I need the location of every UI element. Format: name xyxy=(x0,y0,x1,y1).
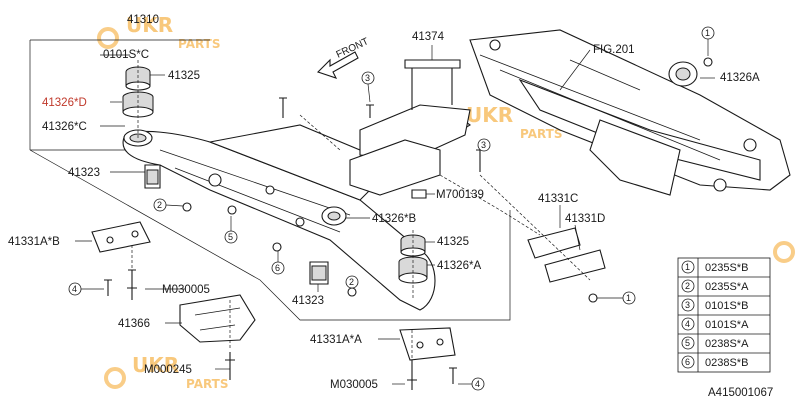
label-m030005-left: M030005 xyxy=(162,284,210,296)
callout-2-mid: 2 xyxy=(345,275,359,289)
watermark-text-parts: PARTS xyxy=(520,127,563,141)
bracket-41366 xyxy=(179,294,256,343)
svg-text:3: 3 xyxy=(481,140,486,150)
dash-line-rear-2 xyxy=(479,174,591,281)
label-41326-a: 41326*A xyxy=(437,260,481,272)
svg-text:0235S*A: 0235S*A xyxy=(705,281,749,293)
bushing-41326a-right xyxy=(668,61,698,87)
callout-3-mid: 3 xyxy=(477,138,491,152)
watermark-text-ukr: UKR xyxy=(466,103,513,127)
label-0101s-c: 0101S*C xyxy=(103,49,149,61)
label-41326-b: 41326*B xyxy=(372,213,416,225)
label-41323-mid: 41323 xyxy=(292,295,324,307)
svg-text:5: 5 xyxy=(228,232,233,242)
legend-table: 1 0235S*B 2 0235S*A 3 0101S*B 4 0101S*A … xyxy=(677,257,771,373)
svg-text:2: 2 xyxy=(349,277,354,287)
bushing-41326b xyxy=(321,206,347,226)
watermark-top: UKR PARTS xyxy=(97,13,221,51)
label-41331d: 41331D xyxy=(565,213,605,225)
label-41374: 41374 xyxy=(412,31,445,43)
label-m700139: M700139 xyxy=(436,189,484,201)
callout-6: 6 xyxy=(271,251,285,275)
bracket-41331aa xyxy=(399,327,456,361)
mount-41323-mid xyxy=(309,261,329,285)
label-fig201: FIG.201 xyxy=(593,44,635,56)
label-41323-left: 41323 xyxy=(68,167,100,179)
callout-2-left: 2 xyxy=(153,198,184,212)
watermark-right xyxy=(773,241,795,263)
watermark-middle: UKR PARTS xyxy=(437,103,563,141)
label-41326-c: 41326*C xyxy=(42,121,87,133)
svg-text:1: 1 xyxy=(705,28,710,38)
watermark-bottom: UKR PARTS xyxy=(104,353,229,391)
svg-text:0101S*A: 0101S*A xyxy=(705,319,749,331)
watermark-text-parts: PARTS xyxy=(186,377,229,391)
svg-text:0238S*A: 0238S*A xyxy=(705,338,749,350)
svg-text:4: 4 xyxy=(685,319,690,329)
watermark-text-ukr: UKR xyxy=(126,13,173,37)
svg-text:0238S*B: 0238S*B xyxy=(705,357,748,369)
svg-text:5: 5 xyxy=(685,338,690,348)
svg-text:1: 1 xyxy=(685,262,690,272)
callout-5: 5 xyxy=(224,216,238,244)
dash-line-front xyxy=(299,114,341,151)
watermark-text-parts: PARTS xyxy=(178,37,221,51)
diagram-code: A415001067 xyxy=(708,387,773,399)
legend-row: 5 0238S*A xyxy=(681,336,749,350)
label-41325-top: 41325 xyxy=(168,70,200,82)
label-41326a-right: 41326A xyxy=(720,72,760,84)
svg-text:0101S*B: 0101S*B xyxy=(705,300,748,312)
callout-3-top: 3 xyxy=(361,71,375,103)
bracket-frame-lower xyxy=(29,149,511,321)
mount-41323-left xyxy=(144,164,161,189)
bracket-41331c xyxy=(527,227,581,259)
callout-4-left: 4 xyxy=(68,282,104,296)
legend-row: 3 0101S*B xyxy=(681,298,748,312)
rear-subframe-fig201 xyxy=(469,29,791,196)
label-41325-mid: 41325 xyxy=(437,236,469,248)
legend-row: 1 0235S*B xyxy=(681,260,748,274)
callout-4-bottom: 4 xyxy=(458,377,485,391)
label-m000245: M000245 xyxy=(144,364,192,376)
label-41366: 41366 xyxy=(118,318,150,330)
svg-text:6: 6 xyxy=(275,263,280,273)
callout-1-top: 1 xyxy=(701,26,715,56)
svg-text:4: 4 xyxy=(72,284,77,294)
label-41331a-b: 41331A*B xyxy=(8,236,60,248)
label-41331a-a: 41331A*A xyxy=(310,334,362,346)
label-m030005-bottom: M030005 xyxy=(330,379,378,391)
dash-line-rear xyxy=(439,174,541,236)
bracket-frame-left xyxy=(29,39,210,151)
label-41326-d: 41326*D xyxy=(42,97,87,109)
bracket-41331ab xyxy=(91,221,151,253)
legend-row: 2 0235S*A xyxy=(681,279,749,293)
front-arrow-icon: FRONT xyxy=(316,36,370,79)
svg-text:6: 6 xyxy=(685,357,690,367)
label-41331c: 41331C xyxy=(538,193,578,205)
svg-text:1: 1 xyxy=(626,293,631,303)
svg-text:3: 3 xyxy=(365,73,370,83)
svg-text:3: 3 xyxy=(685,300,690,310)
legend-row: 4 0101S*A xyxy=(681,317,749,331)
watermark-text-ukr: UKR xyxy=(132,353,179,377)
callout-1-bottom: 1 xyxy=(597,291,636,305)
svg-text:2: 2 xyxy=(685,281,690,291)
svg-text:2: 2 xyxy=(157,200,162,210)
svg-text:0235S*B: 0235S*B xyxy=(705,262,748,274)
label-41310: 41310 xyxy=(127,14,159,26)
leader-lines xyxy=(75,45,715,385)
svg-text:4: 4 xyxy=(475,379,480,389)
legend-row: 6 0238S*B xyxy=(681,355,748,369)
